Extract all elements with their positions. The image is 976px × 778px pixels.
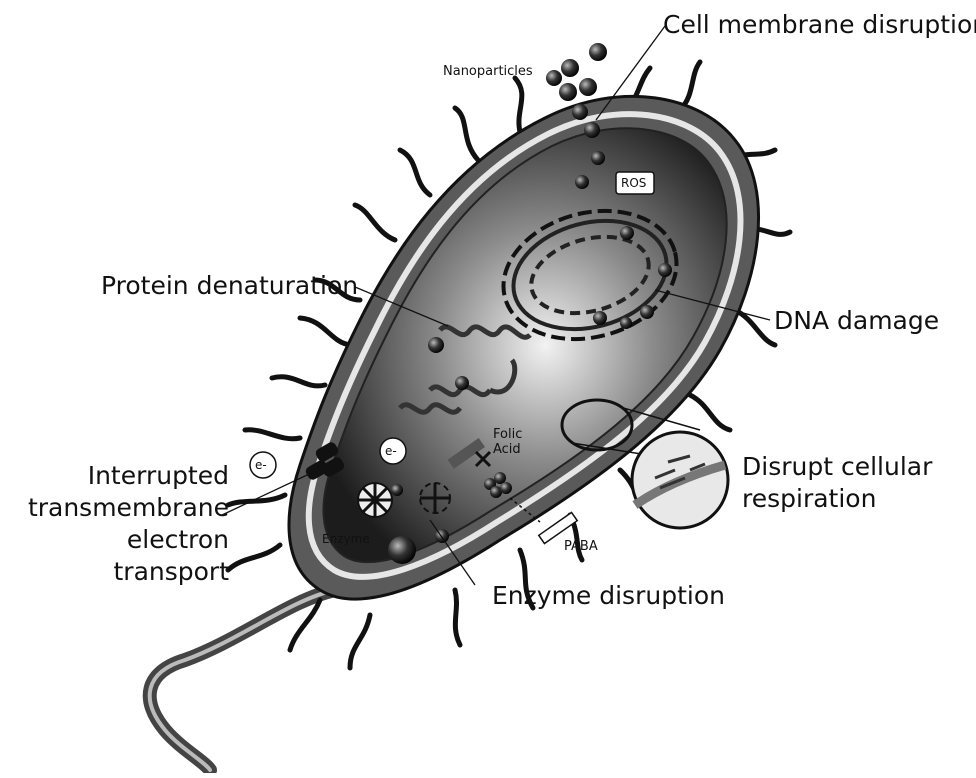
label-folic-acid-line-1: Folic (493, 427, 522, 442)
label-cellular-respiration-line-1: Disrupt cellular (742, 451, 932, 483)
label-dna-damage: DNA damage (774, 305, 939, 337)
label-electron-transport-line-2: transmembrane (0, 492, 229, 524)
label-ros: ROS (621, 177, 646, 190)
label-enzyme: Enzyme (322, 533, 370, 546)
label-enzyme-disruption: Enzyme disruption (492, 580, 725, 612)
label-cell-membrane-disruption: Cell membrane disruption (663, 9, 976, 41)
label-nanoparticles: Nanoparticles (443, 64, 533, 79)
label-cellular-respiration-line-2: respiration (742, 483, 932, 515)
label-electron-transport: Interrupted transmembrane electron trans… (0, 460, 229, 588)
label-electron-inside: e- (385, 445, 397, 458)
label-folic-acid: Folic Acid (493, 427, 522, 457)
label-electron-transport-line-3: electron (0, 524, 229, 556)
label-folic-acid-line-2: Acid (493, 442, 522, 457)
label-protein-denaturation: Protein denaturation (101, 270, 358, 302)
label-cellular-respiration: Disrupt cellular respiration (742, 451, 932, 515)
label-electron-transport-line-4: transport (0, 556, 229, 588)
label-electron-outside: e- (255, 459, 267, 472)
label-electron-transport-line-1: Interrupted (0, 460, 229, 492)
label-paba: PABA (564, 539, 598, 554)
